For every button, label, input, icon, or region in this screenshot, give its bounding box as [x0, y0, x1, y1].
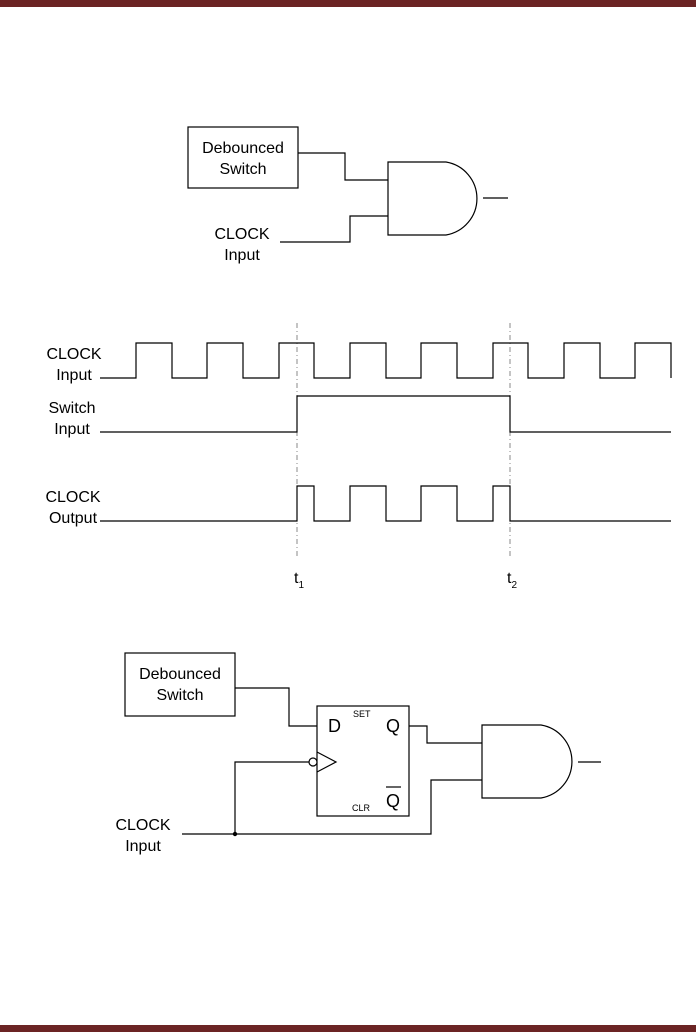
t2-label: t2 [507, 570, 517, 591]
t1-label: t1 [294, 570, 304, 591]
switch-to-d-wire [235, 687, 317, 727]
clock-input-waveform-label: Input [56, 367, 92, 384]
debounced-switch-label: Debounced [139, 666, 221, 683]
figure-3: Debounced Switch D SET Q Q CLR CLOCK Inp… [115, 652, 601, 855]
clock-input-waveform-label: CLOCK [46, 346, 101, 363]
d-flip-flop [316, 705, 410, 817]
debounced-switch-box [124, 652, 236, 717]
clock-input-label: CLOCK [115, 817, 170, 834]
clock-to-ff-wire [234, 761, 309, 834]
clock-input-waveform [100, 342, 672, 379]
flip-flop-d-pin: D [328, 716, 341, 736]
debounced-switch-box [187, 126, 299, 189]
switch-input-waveform-label: Input [54, 421, 90, 438]
flip-flop-set-pin: SET [353, 709, 371, 719]
clock-to-gate-wire [280, 215, 388, 243]
debounced-switch-label: Switch [156, 687, 203, 704]
flip-flop-clr-pin: CLR [352, 803, 371, 813]
clock-input-label: CLOCK [214, 226, 269, 243]
clock-inversion-bubble-icon [308, 757, 318, 767]
clock-to-gate-wire [182, 779, 482, 835]
clock-input-label: Input [224, 247, 260, 264]
q-to-gate-wire [409, 725, 482, 744]
switch-input-waveform [100, 395, 671, 433]
timing-diagram: CLOCK Input Switch Input CLOCK Output t1… [45, 323, 672, 591]
figure-1: Debounced Switch CLOCK Input [187, 126, 508, 264]
junction-dot [232, 831, 238, 837]
debounced-switch-label: Debounced [202, 140, 284, 157]
flip-flop-q-bar-pin: Q [386, 791, 400, 811]
page-top-bar [0, 0, 696, 7]
clock-output-waveform [100, 485, 671, 522]
debounced-switch-label: Switch [219, 161, 266, 178]
clock-edge-triangle-icon [316, 751, 338, 773]
page-bottom-bar [0, 1025, 696, 1032]
switch-to-gate-wire [298, 152, 388, 181]
switch-input-waveform-label: Switch [48, 400, 95, 417]
clock-input-label: Input [125, 838, 161, 855]
clock-output-waveform-label: Output [49, 510, 98, 527]
clock-output-waveform-label: CLOCK [45, 489, 100, 506]
and-gate [387, 161, 478, 236]
flip-flop-q-pin: Q [386, 716, 400, 736]
and-gate [481, 724, 573, 799]
